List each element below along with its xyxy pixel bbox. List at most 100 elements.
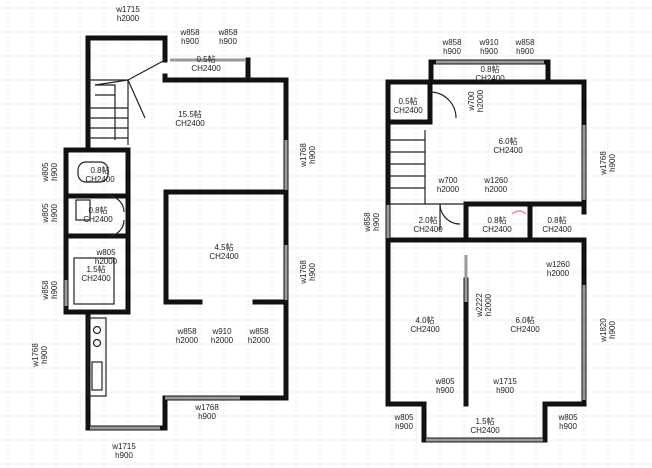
opening-height-label: h900	[308, 146, 317, 164]
opening-height-label: h900	[198, 412, 216, 421]
opening-height-label: h2000	[437, 185, 460, 194]
room-size-label: 2.0帖	[418, 215, 437, 225]
opening-width-label: w1768	[31, 343, 40, 368]
opening-height-label: h900	[608, 154, 617, 172]
floor1-wall	[63, 147, 131, 315]
bathtub-fixture	[73, 257, 115, 305]
opening-width-label: w805	[557, 413, 578, 422]
opening-width-label: w805	[393, 413, 414, 422]
room-ceiling-label: CH2400	[470, 426, 500, 435]
stove-burner	[92, 338, 102, 348]
opening-height-label: h900	[608, 321, 617, 339]
room-ceiling-label: CH2400	[493, 146, 523, 155]
pink-highlight	[511, 210, 527, 215]
toilet-fixture	[77, 161, 109, 183]
room-ceiling-label: CH2400	[83, 215, 113, 224]
opening-width-label: w1768	[194, 403, 219, 412]
room-size-label: 0.8帖	[480, 64, 499, 74]
opening-width-label: w858	[179, 28, 200, 37]
room-ceiling-label: CH2400	[510, 325, 540, 334]
opening-width-label: w910	[478, 38, 499, 47]
opening-width-label: w858	[248, 327, 269, 336]
opening-width-label: w1260	[483, 176, 508, 185]
opening-height-label: h900	[443, 47, 461, 56]
opening-height-label: h900	[50, 281, 59, 299]
opening-width-label: w1260	[545, 260, 570, 269]
room-size-label: 4.0帖	[415, 315, 434, 325]
room-ceiling-label: CH2400	[209, 252, 239, 261]
room-ceiling-label: CH2400	[191, 64, 221, 73]
kitchen-counter	[87, 317, 107, 397]
opening-width-label: w805	[41, 162, 50, 183]
sink-fixture	[91, 361, 103, 391]
room-ceiling-label: CH2400	[410, 325, 440, 334]
floor2-stairs	[388, 130, 466, 205]
opening-height-label: h900	[496, 386, 514, 395]
floor1-wall	[85, 395, 289, 431]
room-ceiling-label: CH2400	[175, 119, 205, 128]
room-size-label: 0.8帖	[88, 205, 107, 215]
opening-width-label: w858	[514, 38, 535, 47]
room-ceiling-label: CH2400	[81, 274, 111, 283]
room-ceiling-label: CH2400	[482, 225, 512, 234]
room-size-label: 4.5帖	[214, 242, 233, 252]
opening-width-label: w2222	[475, 293, 484, 318]
room-ceiling-label: CH2400	[475, 74, 505, 83]
floor1-wall	[85, 35, 168, 63]
room-size-label: 15.5帖	[178, 109, 202, 119]
floor2-plan	[385, 59, 587, 443]
room-size-label: 1.5帖	[86, 264, 105, 274]
opening-width-label: w858	[217, 28, 238, 37]
opening-width-label: w1768	[599, 151, 608, 176]
opening-width-label: w805	[434, 377, 455, 386]
opening-width-label: w858	[363, 212, 372, 233]
room-size-label: 0.8帖	[487, 215, 506, 225]
opening-width-label: w858	[176, 327, 197, 336]
opening-width-label: w1715	[492, 377, 517, 386]
room-ceiling-label: CH2400	[413, 225, 443, 234]
opening-height-label: h2000	[484, 293, 493, 316]
floor1-wall	[162, 73, 289, 401]
room-size-label: 1.5帖	[475, 416, 494, 426]
opening-height-label: h900	[436, 386, 454, 395]
floor1-wall	[63, 147, 131, 315]
opening-height-label: h2000	[211, 336, 234, 345]
opening-height-label: h900	[480, 47, 498, 56]
opening-height-label: h900	[559, 422, 577, 431]
opening-width-label: w700	[467, 91, 476, 112]
opening-height-label: h900	[50, 163, 59, 181]
washbasin-fixture	[75, 199, 91, 221]
opening-width-label: w805	[41, 203, 50, 224]
room-size-label: 0.5帖	[398, 96, 417, 106]
room-size-label: 6.0帖	[498, 136, 517, 146]
room-ceiling-label: CH2400	[542, 225, 572, 234]
opening-height-label: h900	[395, 422, 413, 431]
door-swing	[107, 219, 125, 237]
opening-height-label: h2000	[248, 336, 271, 345]
opening-height-label: h2000	[476, 89, 485, 112]
opening-height-label: h900	[115, 451, 133, 460]
opening-width-label: w858	[41, 280, 50, 301]
